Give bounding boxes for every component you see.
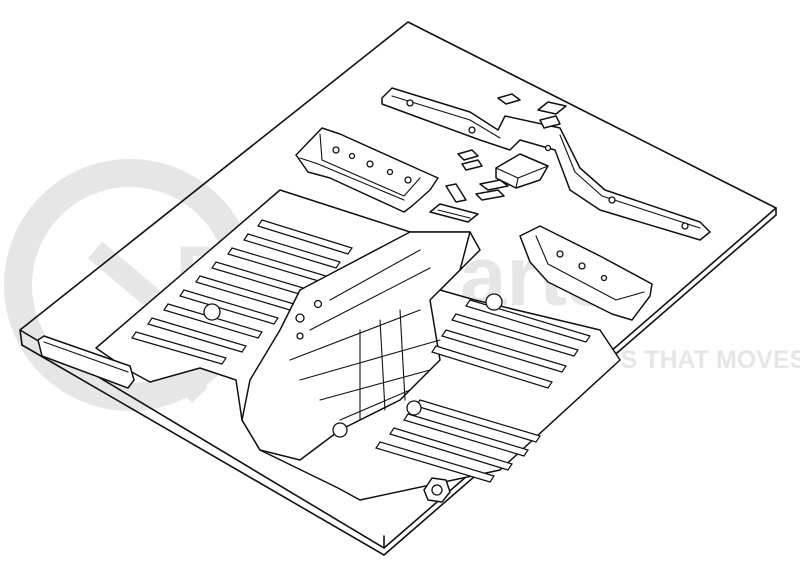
left-sill xyxy=(37,335,135,389)
drain-hole xyxy=(332,422,348,438)
drain-hole xyxy=(406,400,422,416)
right-seat-bracket xyxy=(519,225,653,321)
left-seat-bracket xyxy=(295,127,439,213)
center-tunnel xyxy=(241,231,471,461)
small-brackets xyxy=(429,93,567,223)
drain-hole xyxy=(203,303,221,321)
rear-left-ribs xyxy=(131,219,353,365)
drain-hole xyxy=(485,293,503,311)
grommet-plug xyxy=(423,477,451,503)
rear-crossmember xyxy=(381,87,711,241)
main-floor-pan xyxy=(95,189,621,501)
front-right-ribs xyxy=(375,299,591,483)
